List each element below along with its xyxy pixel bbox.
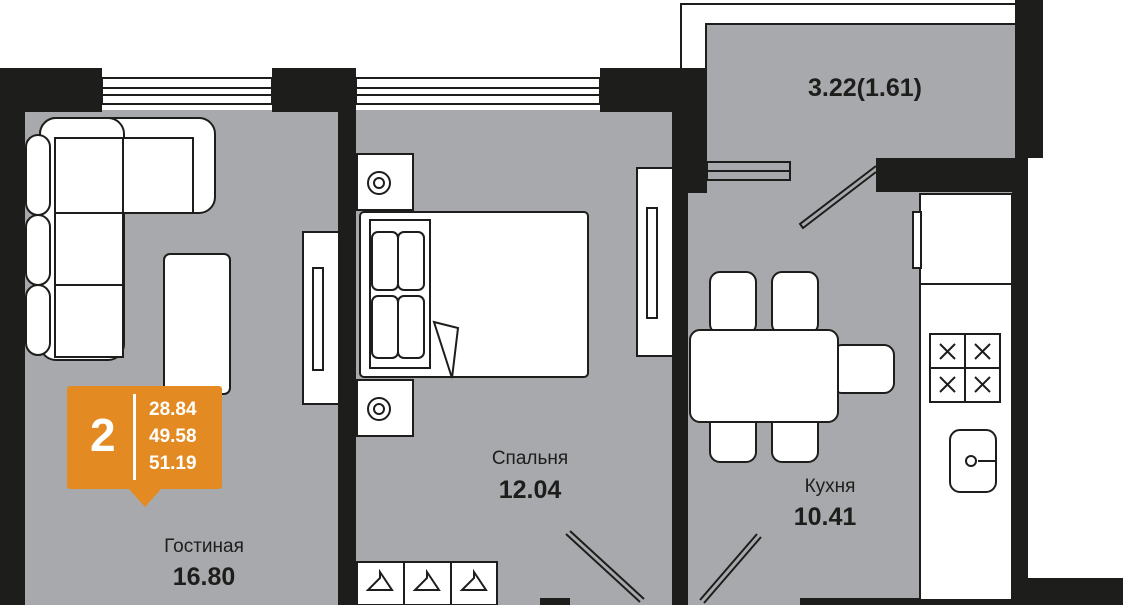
kitchen-area: 10.41 bbox=[793, 503, 857, 531]
total-area-with-balcony: 51.19 bbox=[149, 453, 197, 474]
hanger-icon bbox=[365, 568, 488, 591]
area-values: 28.84 49.58 51.19 bbox=[149, 396, 197, 477]
room-count: 2 bbox=[90, 409, 116, 461]
kitchen-counter bbox=[912, 193, 1013, 601]
tv-unit-bedroom bbox=[636, 167, 674, 357]
windows bbox=[101, 77, 601, 105]
balcony-door bbox=[706, 161, 877, 230]
doors bbox=[565, 530, 762, 604]
bed bbox=[359, 211, 589, 379]
living-room-name: Гостиная bbox=[164, 536, 244, 557]
sink-icon bbox=[949, 429, 997, 493]
bedroom-area: 12.04 bbox=[498, 476, 562, 504]
dining-table bbox=[689, 271, 895, 463]
apartment-badge: 2 28.84 49.58 51.19 bbox=[67, 386, 222, 507]
balcony-railing bbox=[680, 3, 1016, 70]
coffee-table bbox=[163, 253, 231, 395]
tv-unit-living bbox=[302, 231, 340, 405]
badge-divider bbox=[133, 394, 136, 480]
sofa bbox=[25, 117, 216, 361]
kitchen-name: Кухня bbox=[804, 476, 856, 497]
stove-icon bbox=[929, 333, 1001, 403]
balcony-area: 3.22(1.61) bbox=[808, 74, 922, 102]
living-area: 28.84 bbox=[149, 399, 197, 420]
wardrobe bbox=[356, 561, 498, 605]
nightstands bbox=[356, 153, 414, 437]
bedroom-name: Спальня bbox=[491, 448, 569, 469]
living-room-area: 16.80 bbox=[172, 563, 236, 591]
total-area: 49.58 bbox=[149, 426, 197, 447]
